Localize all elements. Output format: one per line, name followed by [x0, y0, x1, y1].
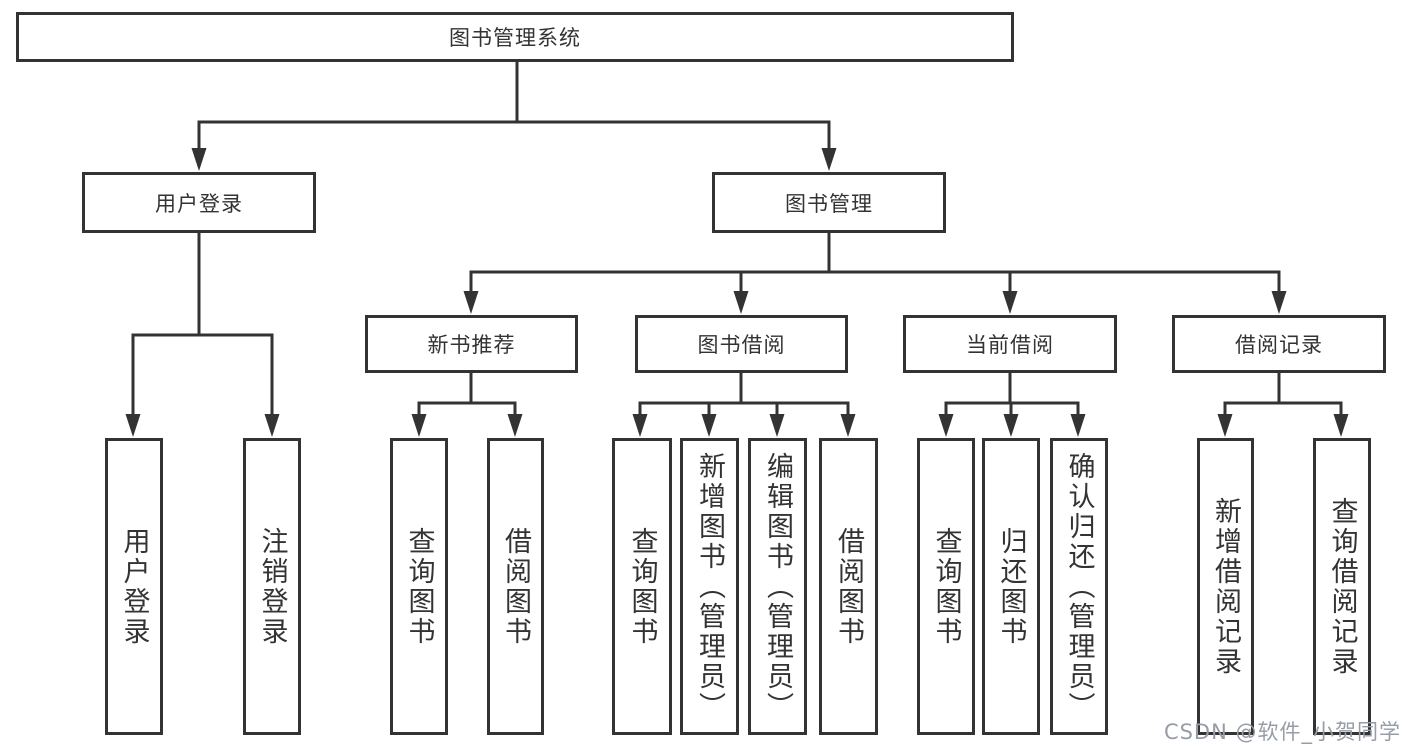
node-label: 图书管理系统 [449, 26, 581, 50]
csdn-watermark: CSDN @软件_小贺同学 [1163, 720, 1401, 744]
leaf-label: 注销登录 [256, 526, 288, 647]
leaf-bb-query-books: 查询图书 [612, 438, 672, 735]
leaf-label: 确认归还（管理员） [1063, 451, 1095, 722]
leaf-user-login: 用户登录 [105, 438, 163, 735]
leaf-bb-add-books-admin: 新增图书（管理员） [680, 438, 739, 735]
leaf-label: 新增图书（管理员） [694, 451, 725, 722]
node-current-borrowing: 当前借阅 [903, 315, 1117, 373]
leaf-bb-edit-books-admin: 编辑图书（管理员） [748, 438, 807, 735]
node-label: 用户登录 [155, 191, 243, 216]
leaf-label: 编辑图书（管理员） [762, 451, 793, 722]
node-new-book-recommendation: 新书推荐 [365, 315, 578, 373]
leaf-label: 查询图书 [930, 526, 962, 647]
leaf-label: 用户登录 [118, 526, 150, 647]
node-label: 当前借阅 [966, 333, 1054, 357]
arrow-down-icons [125, 148, 1349, 437]
leaf-cb-return-books: 归还图书 [982, 438, 1040, 735]
leaf-label: 新增借阅记录 [1210, 496, 1241, 677]
node-user-login: 用户登录 [82, 172, 316, 233]
leaf-nb-borrow-books: 借阅图书 [487, 438, 544, 735]
leaf-bb-borrow-books: 借阅图书 [819, 438, 878, 735]
node-label: 新书推荐 [427, 333, 516, 357]
leaf-br-query-record: 查询借阅记录 [1313, 438, 1371, 735]
node-book-borrowing: 图书借阅 [635, 315, 848, 373]
node-label: 借阅记录 [1235, 333, 1323, 357]
node-borrowing-records: 借阅记录 [1172, 315, 1386, 373]
node-label: 图书管理 [785, 191, 873, 216]
leaf-label: 查询图书 [403, 526, 435, 647]
leaf-label: 借阅图书 [833, 526, 864, 647]
leaf-label: 归还图书 [995, 526, 1027, 647]
leaf-label: 查询图书 [626, 526, 658, 647]
leaf-cb-confirm-return-admin: 确认归还（管理员） [1050, 438, 1108, 735]
leaf-logout: 注销登录 [243, 438, 301, 735]
leaf-label: 借阅图书 [500, 526, 531, 647]
node-library-management-system: 图书管理系统 [16, 12, 1014, 62]
leaf-label: 查询借阅记录 [1326, 496, 1358, 677]
leaf-nb-query-books: 查询图书 [390, 438, 448, 735]
node-label: 图书借阅 [697, 333, 786, 357]
node-book-management: 图书管理 [712, 172, 946, 233]
leaf-cb-query-books: 查询图书 [917, 438, 975, 735]
leaf-br-add-record: 新增借阅记录 [1197, 438, 1254, 735]
